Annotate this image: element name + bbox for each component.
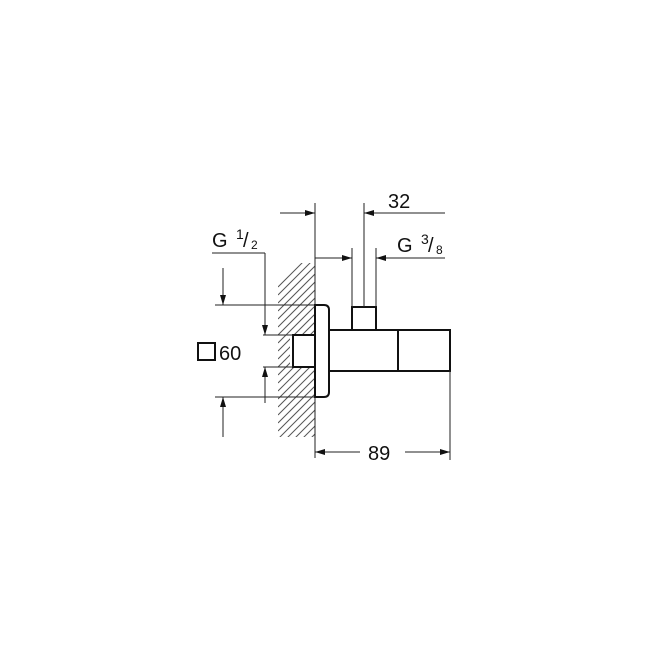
valve-cap — [397, 329, 451, 372]
hatch-line — [278, 385, 315, 424]
hatch-line — [278, 393, 315, 432]
svg-text:/: / — [243, 230, 249, 252]
inlet-stub — [292, 334, 316, 368]
hatch-line — [278, 458, 315, 495]
svg-text:1: 1 — [236, 226, 244, 242]
hatch-line — [278, 417, 315, 437]
svg-text:8: 8 — [436, 243, 443, 257]
hatch-line — [278, 305, 315, 344]
hatch-line — [278, 401, 315, 437]
hatch-line — [278, 409, 315, 437]
hatch-line — [278, 297, 315, 336]
svg-text:G: G — [397, 235, 413, 257]
hatch-line — [278, 369, 315, 408]
wall-hatch — [278, 263, 315, 503]
svg-text:3: 3 — [421, 231, 429, 247]
hatch-line — [278, 289, 315, 328]
hatch-line — [278, 466, 315, 503]
hatch-line — [278, 281, 315, 320]
hatch-line — [278, 450, 315, 487]
square-icon — [197, 342, 216, 361]
svg-text:G: G — [212, 230, 228, 252]
thread-outlet-label: G 3 / 8 — [397, 231, 443, 257]
dim-89-label: 89 — [368, 443, 390, 465]
hatch-line — [278, 263, 315, 288]
valve-body — [328, 329, 399, 372]
hatch-line — [278, 361, 315, 400]
hatch-line — [278, 263, 315, 296]
hatch-line — [278, 313, 315, 352]
thread-inlet-label: G 1 / 2 — [212, 226, 258, 252]
svg-text:2: 2 — [251, 238, 258, 252]
outlet-stub — [351, 306, 377, 331]
svg-text:/: / — [428, 235, 434, 257]
rosette-size-label: 60 — [219, 343, 241, 365]
hatch-line — [278, 265, 315, 304]
hatch-line — [278, 433, 315, 437]
dim-32-label: 32 — [388, 191, 410, 213]
hatch-line — [278, 442, 315, 479]
rosette — [314, 304, 330, 398]
hatch-line — [278, 425, 315, 437]
